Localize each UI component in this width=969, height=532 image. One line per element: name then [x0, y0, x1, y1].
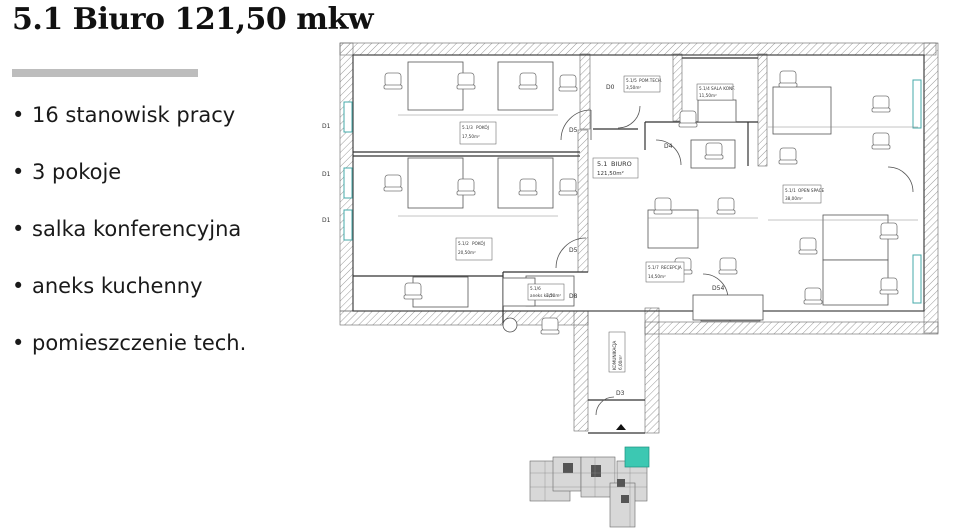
door-labels: D1 D1 D1 D0 D5 D4 D5 D8 D3 D3 D4 D3 D54: [322, 84, 724, 397]
svg-text:5.1/2: 5.1/2: [458, 241, 469, 246]
dimension-lines: [398, 114, 918, 221]
door-label: D1: [322, 123, 331, 130]
svg-text:11,50m²: 11,50m²: [699, 93, 717, 98]
windows: [343, 79, 922, 304]
door-label: D5: [569, 247, 578, 254]
door-label: D1: [322, 217, 331, 224]
floor-plan: D1 D1 D1 D0 D5 D4 D5 D8 D3 D3 D4 D3 D54 …: [322, 42, 939, 434]
entrance-marker: [616, 424, 626, 430]
feature-item: • 16 stanowisk pracy: [12, 98, 246, 155]
bullet-icon: •: [12, 160, 25, 184]
bullet-icon: •: [12, 217, 25, 241]
svg-text:6,00m²: 6,00m²: [618, 355, 623, 370]
room-name: BIURO: [611, 160, 632, 168]
door-label: D0: [606, 84, 615, 91]
svg-text:KOMUNIKACJA: KOMUNIKACJA: [612, 341, 617, 370]
door-label: D8: [569, 293, 578, 300]
page-title: 5.1 Biuro 121,50 mkw: [12, 2, 374, 37]
svg-text:OPEN SPACE: OPEN SPACE: [798, 188, 825, 193]
svg-text:5.1/6: 5.1/6: [530, 286, 541, 291]
door-label: D1: [322, 171, 331, 178]
feature-item: • pomieszczenie tech.: [12, 326, 246, 383]
room-label-main: 5.1 BIURO 121,50m²: [592, 157, 639, 179]
svg-text:POKÓJ: POKÓJ: [472, 241, 485, 246]
feature-item: • salka konferencyjna: [12, 212, 246, 269]
walls: [339, 42, 939, 434]
feature-text: 3 pokoje: [32, 160, 122, 184]
building-location-map: [529, 446, 650, 528]
feature-text: salka konferencyjna: [32, 217, 242, 241]
room-stamp: 5.1/6 aneks kuch. 7,50m²: [527, 283, 565, 301]
svg-text:7,50m²: 7,50m²: [546, 293, 561, 298]
svg-text:14,50m²: 14,50m²: [648, 274, 666, 279]
svg-text:5.1/5: 5.1/5: [626, 78, 637, 83]
svg-text:20,50m²: 20,50m²: [458, 250, 476, 255]
bullet-icon: •: [12, 103, 25, 127]
feature-text: pomieszczenie tech.: [32, 331, 247, 355]
svg-text:5.1/4: 5.1/4: [699, 86, 710, 91]
highlight-unit: [624, 446, 650, 468]
door-label: D5: [569, 127, 578, 134]
door-label: D4: [664, 143, 673, 150]
room-stamp: KOMUNIKACJA 6,00m²: [608, 331, 626, 373]
svg-text:3,50m²: 3,50m²: [626, 85, 641, 90]
svg-text:38,00m²: 38,00m²: [785, 196, 803, 201]
bullet-icon: •: [12, 274, 25, 298]
door-label: D3: [616, 390, 625, 397]
svg-text:aneks kuch.: aneks kuch.: [530, 293, 555, 298]
bullet-icon: •: [12, 331, 25, 355]
fixtures: [502, 277, 764, 333]
svg-text:SALA KONF.: SALA KONF.: [711, 86, 735, 91]
svg-text:RECEPCJA: RECEPCJA: [661, 265, 682, 270]
room-code: 5.1: [597, 160, 607, 168]
svg-text:5.1/7: 5.1/7: [648, 265, 659, 270]
feature-text: aneks kuchenny: [32, 274, 203, 298]
feature-item: • aneks kuchenny: [12, 269, 246, 326]
svg-text:5.1/1: 5.1/1: [785, 188, 796, 193]
partitions: [352, 54, 925, 434]
svg-text:POKÓJ: POKÓJ: [476, 125, 489, 130]
svg-text:POM.TECH.: POM.TECH.: [639, 78, 662, 83]
door-label: D54: [712, 285, 724, 292]
feature-text: 16 stanowisk pracy: [32, 103, 236, 127]
feature-item: • 3 pokoje: [12, 155, 246, 212]
title-underline: [12, 69, 198, 77]
room-area: 121,50m²: [597, 170, 624, 177]
svg-text:5.1/3: 5.1/3: [462, 125, 473, 130]
svg-text:17,50m²: 17,50m²: [462, 134, 480, 139]
feature-list: • 16 stanowisk pracy • 3 pokoje • salka kon…: [12, 98, 246, 383]
